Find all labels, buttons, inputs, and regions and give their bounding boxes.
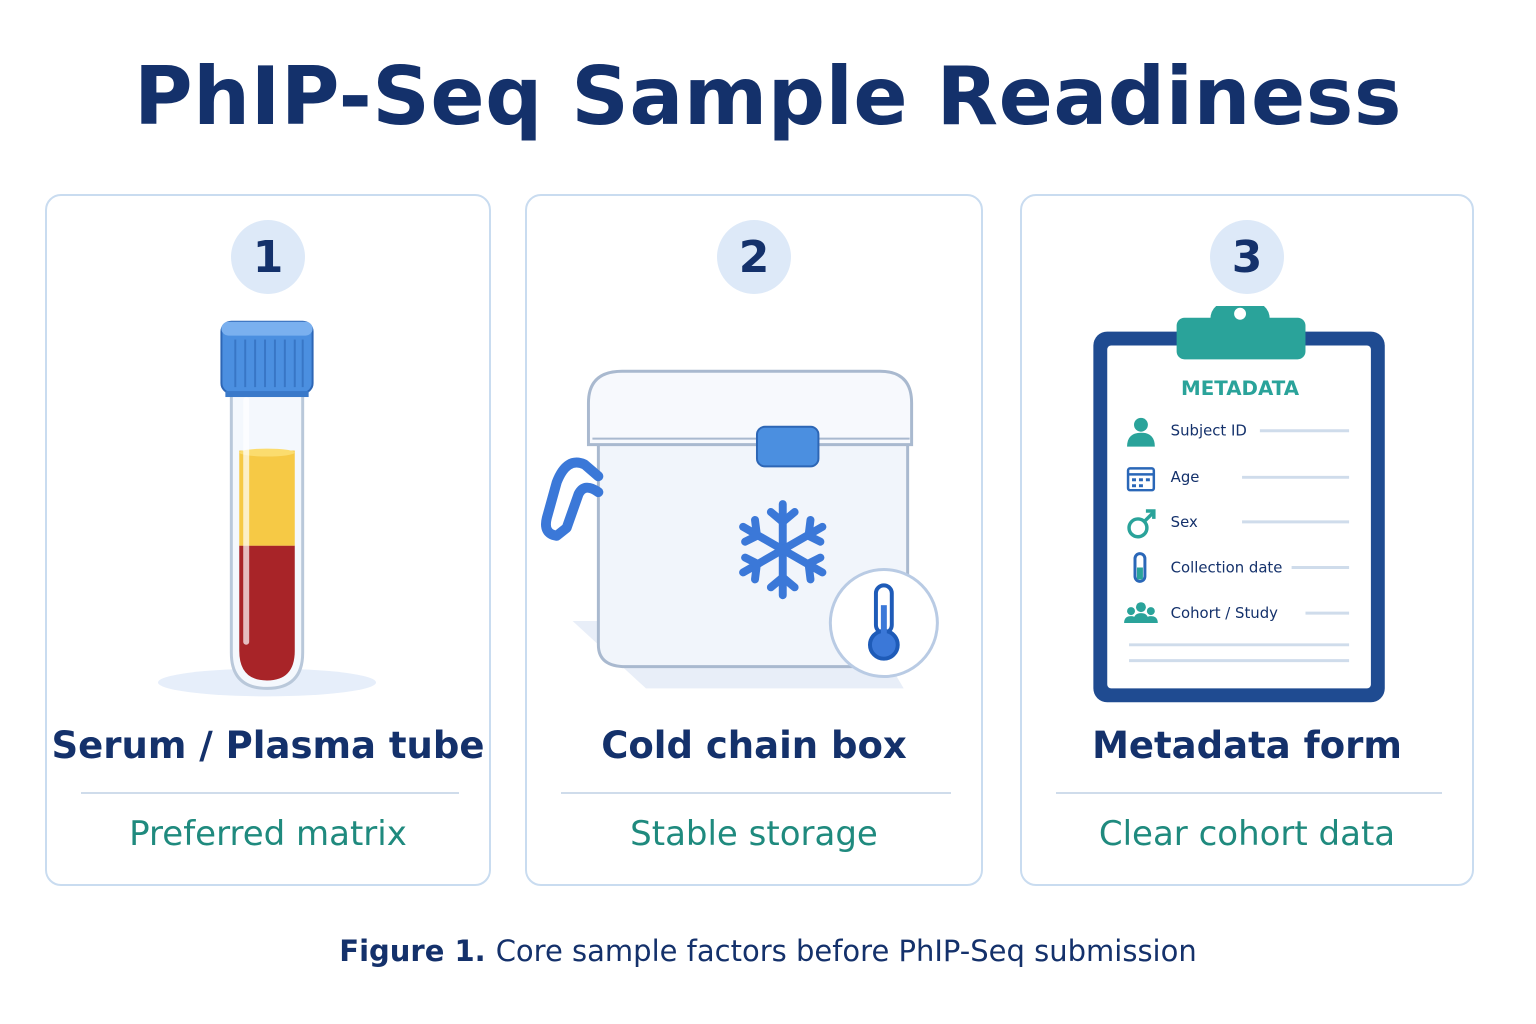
step-number-badge: 3	[1210, 220, 1284, 294]
figure-caption: Figure 1. Core sample factors before PhIP…	[0, 934, 1536, 968]
group-icon	[1124, 602, 1158, 624]
form-row: Cohort / Study	[1124, 602, 1350, 624]
test-tube-icon	[1133, 552, 1147, 583]
form-row: Sex	[1127, 509, 1350, 539]
svg-text:Collection date: Collection date	[1171, 558, 1283, 576]
card-label: Serum / Plasma tube	[51, 724, 485, 767]
card-label: Metadata form	[1092, 724, 1402, 767]
card-label: Cold chain box	[601, 724, 907, 767]
divider	[1056, 792, 1442, 794]
cooler-box-illustration	[541, 369, 939, 689]
caption-text: Core sample factors before PhIP-Seq subm…	[495, 934, 1197, 968]
card-subtitle: Preferred matrix	[129, 814, 407, 854]
form-row: Age	[1126, 467, 1350, 492]
svg-text:Age: Age	[1171, 468, 1200, 486]
person-icon	[1134, 417, 1148, 432]
step-number-badge: 2	[717, 220, 791, 294]
card-cold-chain-box: 2 Cold chain box Stable stora	[525, 194, 983, 886]
step-number-badge: 1	[231, 220, 305, 294]
divider	[561, 792, 951, 794]
blood-tube-illustration	[157, 320, 377, 697]
clipboard-illustration: METADATA Subject ID Age Sex Collection d…	[1093, 306, 1385, 703]
male-symbol-icon	[1127, 517, 1149, 539]
divider	[81, 792, 459, 794]
figure-number: Figure 1.	[339, 934, 486, 968]
form-heading: METADATA	[1181, 377, 1300, 400]
svg-text:Cohort / Study: Cohort / Study	[1171, 604, 1278, 622]
form-row: Collection date	[1133, 552, 1350, 583]
card-metadata-form: 3 METADATA Subject ID Age Sex	[1020, 194, 1474, 886]
card-subtitle: Clear cohort data	[1098, 814, 1396, 854]
card-serum-tube: 1 Serum / Plasma tube Preferred matrix	[45, 194, 491, 886]
page-title: PhIP-Seq Sample Readiness	[133, 50, 1402, 143]
calendar-icon	[1126, 467, 1156, 492]
card-subtitle: Stable storage	[630, 814, 878, 854]
svg-text:Subject ID: Subject ID	[1171, 422, 1247, 440]
svg-text:Sex: Sex	[1171, 513, 1198, 531]
form-row: Subject ID	[1127, 417, 1350, 447]
